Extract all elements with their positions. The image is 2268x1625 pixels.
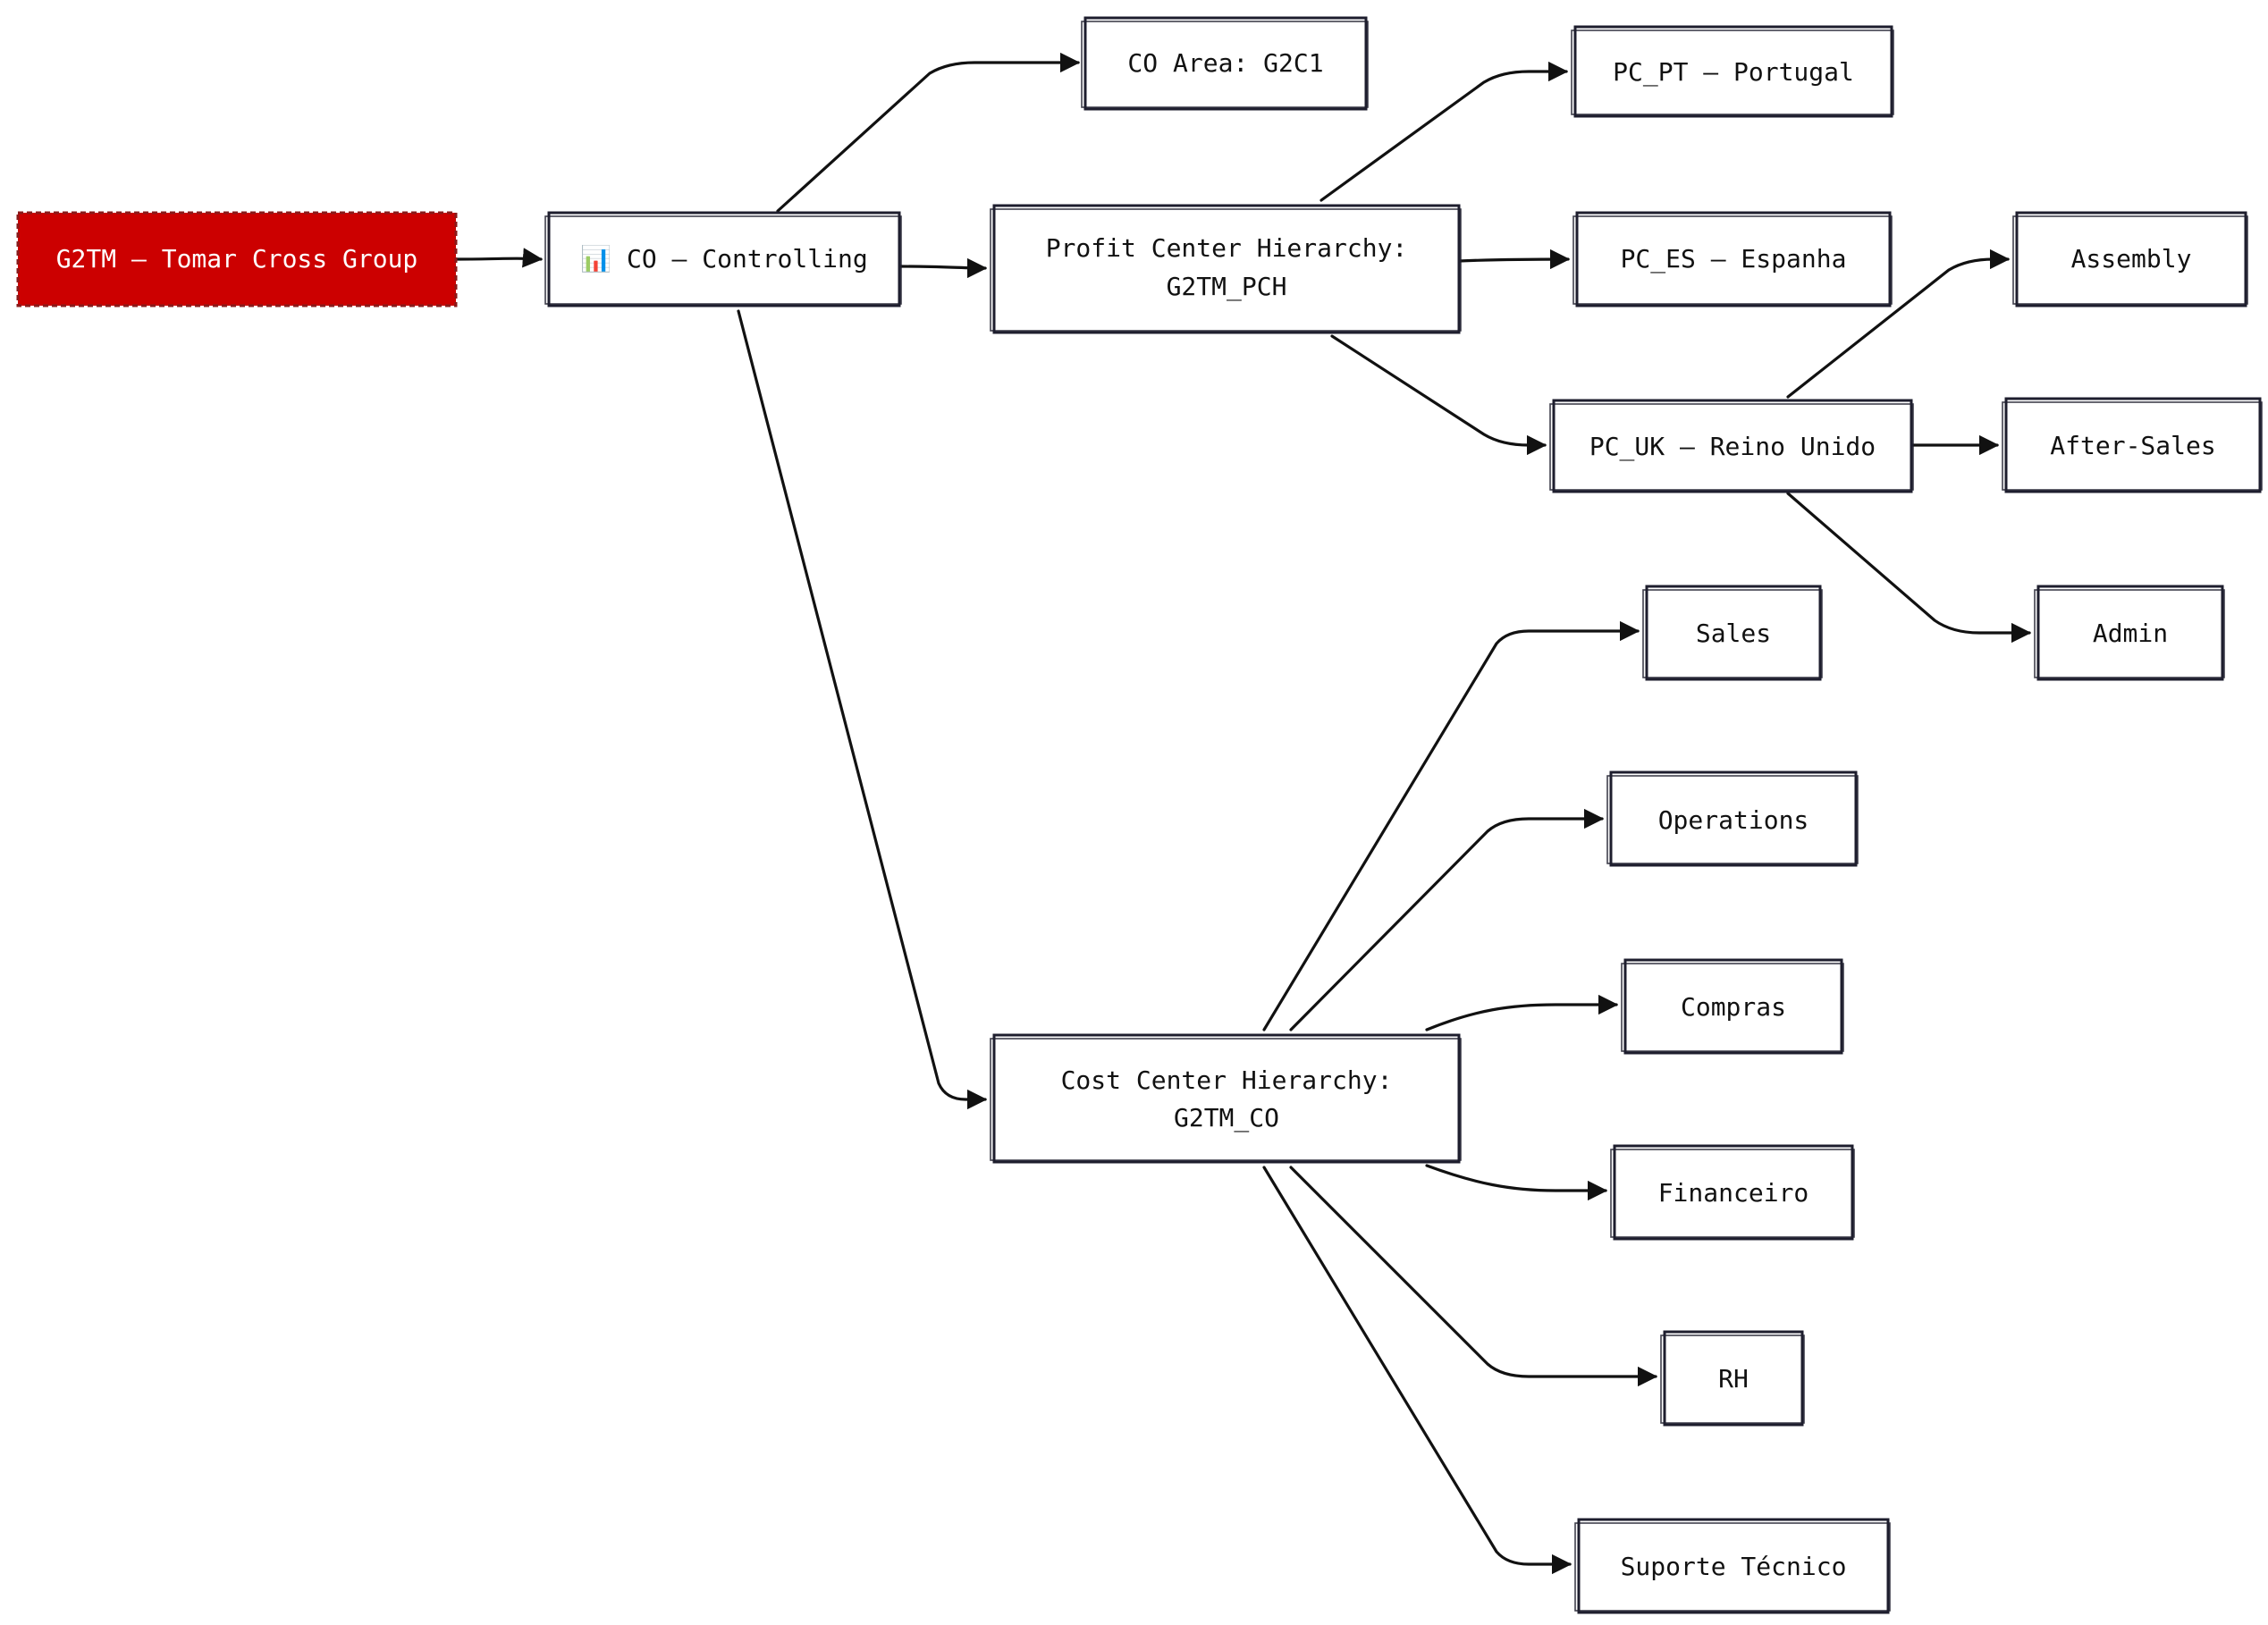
node-rh[interactable]: RH: [1660, 1330, 1805, 1427]
node-pc-pt-label: PC_PT — Portugal: [1613, 57, 1854, 88]
node-admin-label: Admin: [2093, 619, 2168, 648]
node-sales-label: Sales: [1696, 619, 1771, 648]
node-sales[interactable]: Sales: [1642, 585, 1823, 681]
edge-co-to-profit-center-hierarchy: [899, 257, 988, 279]
node-cch-label-line1: Cost Center Hierarchy:: [1061, 1065, 1393, 1095]
node-admin[interactable]: Admin: [2034, 585, 2225, 681]
node-co-area[interactable]: CO Area: G2C1: [1081, 16, 1369, 111]
node-suporte-tecnico[interactable]: Suporte Técnico: [1574, 1518, 1891, 1614]
node-assembly[interactable]: Assembly: [2012, 211, 2248, 307]
node-co-area-label: CO Area: G2C1: [1127, 48, 1323, 78]
node-rh-label: RH: [1718, 1364, 1749, 1393]
edge-cch-to-rh: [1289, 1166, 1658, 1387]
edge-root-to-co: [456, 248, 544, 268]
node-pc-es-label: PC_ES — Espanha: [1621, 244, 1847, 274]
node-operations[interactable]: Operations: [1606, 770, 1859, 867]
node-after-sales-label: After-Sales: [2050, 431, 2215, 460]
node-compras[interactable]: Compras: [1621, 958, 1844, 1055]
node-pc-es[interactable]: PC_ES — Espanha: [1572, 211, 1893, 307]
node-suporte-tecnico-label: Suporte Técnico: [1621, 1552, 1847, 1581]
edge-pch-to-pc-pt: [1319, 61, 1569, 202]
node-financeiro-label: Financeiro: [1658, 1178, 1809, 1208]
edge-cch-to-compras: [1425, 994, 1619, 1031]
node-pc-pt[interactable]: PC_PT — Portugal: [1571, 25, 1894, 118]
edge-cch-to-financeiro: [1425, 1164, 1608, 1201]
node-root-label: G2TM — Tomar Cross Group: [56, 244, 418, 274]
edge-cch-to-suporte-tecnico: [1262, 1166, 1572, 1575]
node-operations-label: Operations: [1658, 805, 1809, 835]
node-cost-center-hierarchy[interactable]: Cost Center Hierarchy: G2TM_CO: [990, 1033, 1462, 1164]
node-after-sales[interactable]: After-Sales: [2002, 397, 2263, 493]
node-co-label: 📊 CO — Controlling: [580, 244, 867, 274]
node-pc-uk-label: PC_UK — Reino Unido: [1589, 432, 1876, 462]
node-assembly-label: Assembly: [2071, 244, 2192, 274]
node-pch-label-line1: Profit Center Hierarchy:: [1046, 233, 1408, 263]
edge-pc-uk-to-admin: [1786, 492, 2032, 644]
node-cch-label-line2: G2TM_CO: [1174, 1103, 1279, 1133]
edge-pch-to-pc-es: [1457, 248, 1571, 270]
node-pch-label-line2: G2TM_PCH: [1167, 272, 1287, 302]
edge-cch-to-operations: [1289, 808, 1605, 1031]
edge-pch-to-pc-uk: [1330, 334, 1547, 456]
edge-pc-uk-to-assembly: [1786, 248, 2011, 399]
node-compras-label: Compras: [1681, 992, 1786, 1022]
node-profit-center-hierarchy[interactable]: Profit Center Hierarchy: G2TM_PCH: [990, 204, 1462, 334]
node-pc-uk[interactable]: PC_UK — Reino Unido: [1549, 399, 1914, 493]
node-root-g2tm[interactable]: G2TM — Tomar Cross Group: [16, 211, 458, 307]
edge-cch-to-sales: [1262, 620, 1640, 1031]
node-co-controlling[interactable]: 📊 CO — Controlling: [544, 211, 902, 307]
node-financeiro[interactable]: Financeiro: [1610, 1144, 1855, 1241]
edge-co-to-co-area: [776, 52, 1081, 213]
edge-co-to-cost-center-hierarchy: [737, 309, 988, 1110]
